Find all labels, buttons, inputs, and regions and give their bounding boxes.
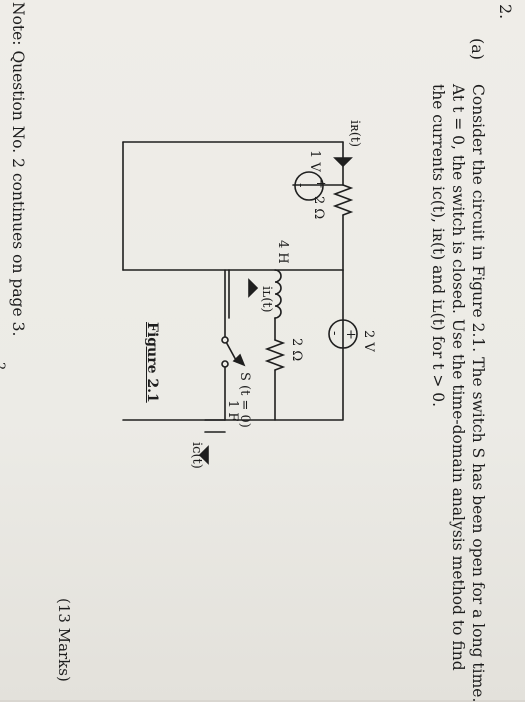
label-plus-2v: + — [343, 329, 358, 340]
arrow-ic — [198, 445, 209, 465]
label-switch: S (t = 0) — [237, 372, 252, 428]
resistor-mid — [264, 339, 286, 371]
label-inductor: 4 H — [275, 240, 290, 264]
arrow-ir — [333, 157, 353, 168]
label-r-mid: 2 Ω — [289, 338, 304, 361]
capacitor-1f — [204, 419, 226, 433]
label-minus-1v: - — [293, 183, 308, 187]
wire-mid-branch — [228, 269, 276, 341]
wire-right — [274, 269, 344, 421]
resistor-left — [332, 184, 354, 216]
label-plus-1v: + — [313, 178, 328, 189]
label-minus-2v: - — [327, 331, 342, 335]
arrow-switch — [232, 353, 246, 367]
label-ic: iᴄ(t) — [189, 442, 204, 469]
note: Note: Question No. 2 continues on page 3… — [9, 2, 27, 337]
marks: (13 Marks) — [55, 598, 73, 682]
voltage-source-2v — [328, 319, 358, 349]
label-il: iʟ(t) — [259, 286, 274, 313]
voltage-source-1v — [294, 171, 324, 201]
figure-caption: Figure 2.1 — [144, 322, 160, 403]
label-capacitor: 1 F — [225, 400, 240, 421]
label-v-top: 2 V — [361, 330, 376, 352]
label-v-left: 1 V — [307, 150, 322, 172]
switch-s — [224, 339, 238, 363]
arrow-il — [248, 278, 259, 298]
page-number: 2 — [0, 362, 7, 370]
inductor-4h — [274, 269, 282, 319]
label-r-left: 2 Ω — [311, 196, 326, 219]
label-ir: iʀ(t) — [347, 120, 362, 147]
